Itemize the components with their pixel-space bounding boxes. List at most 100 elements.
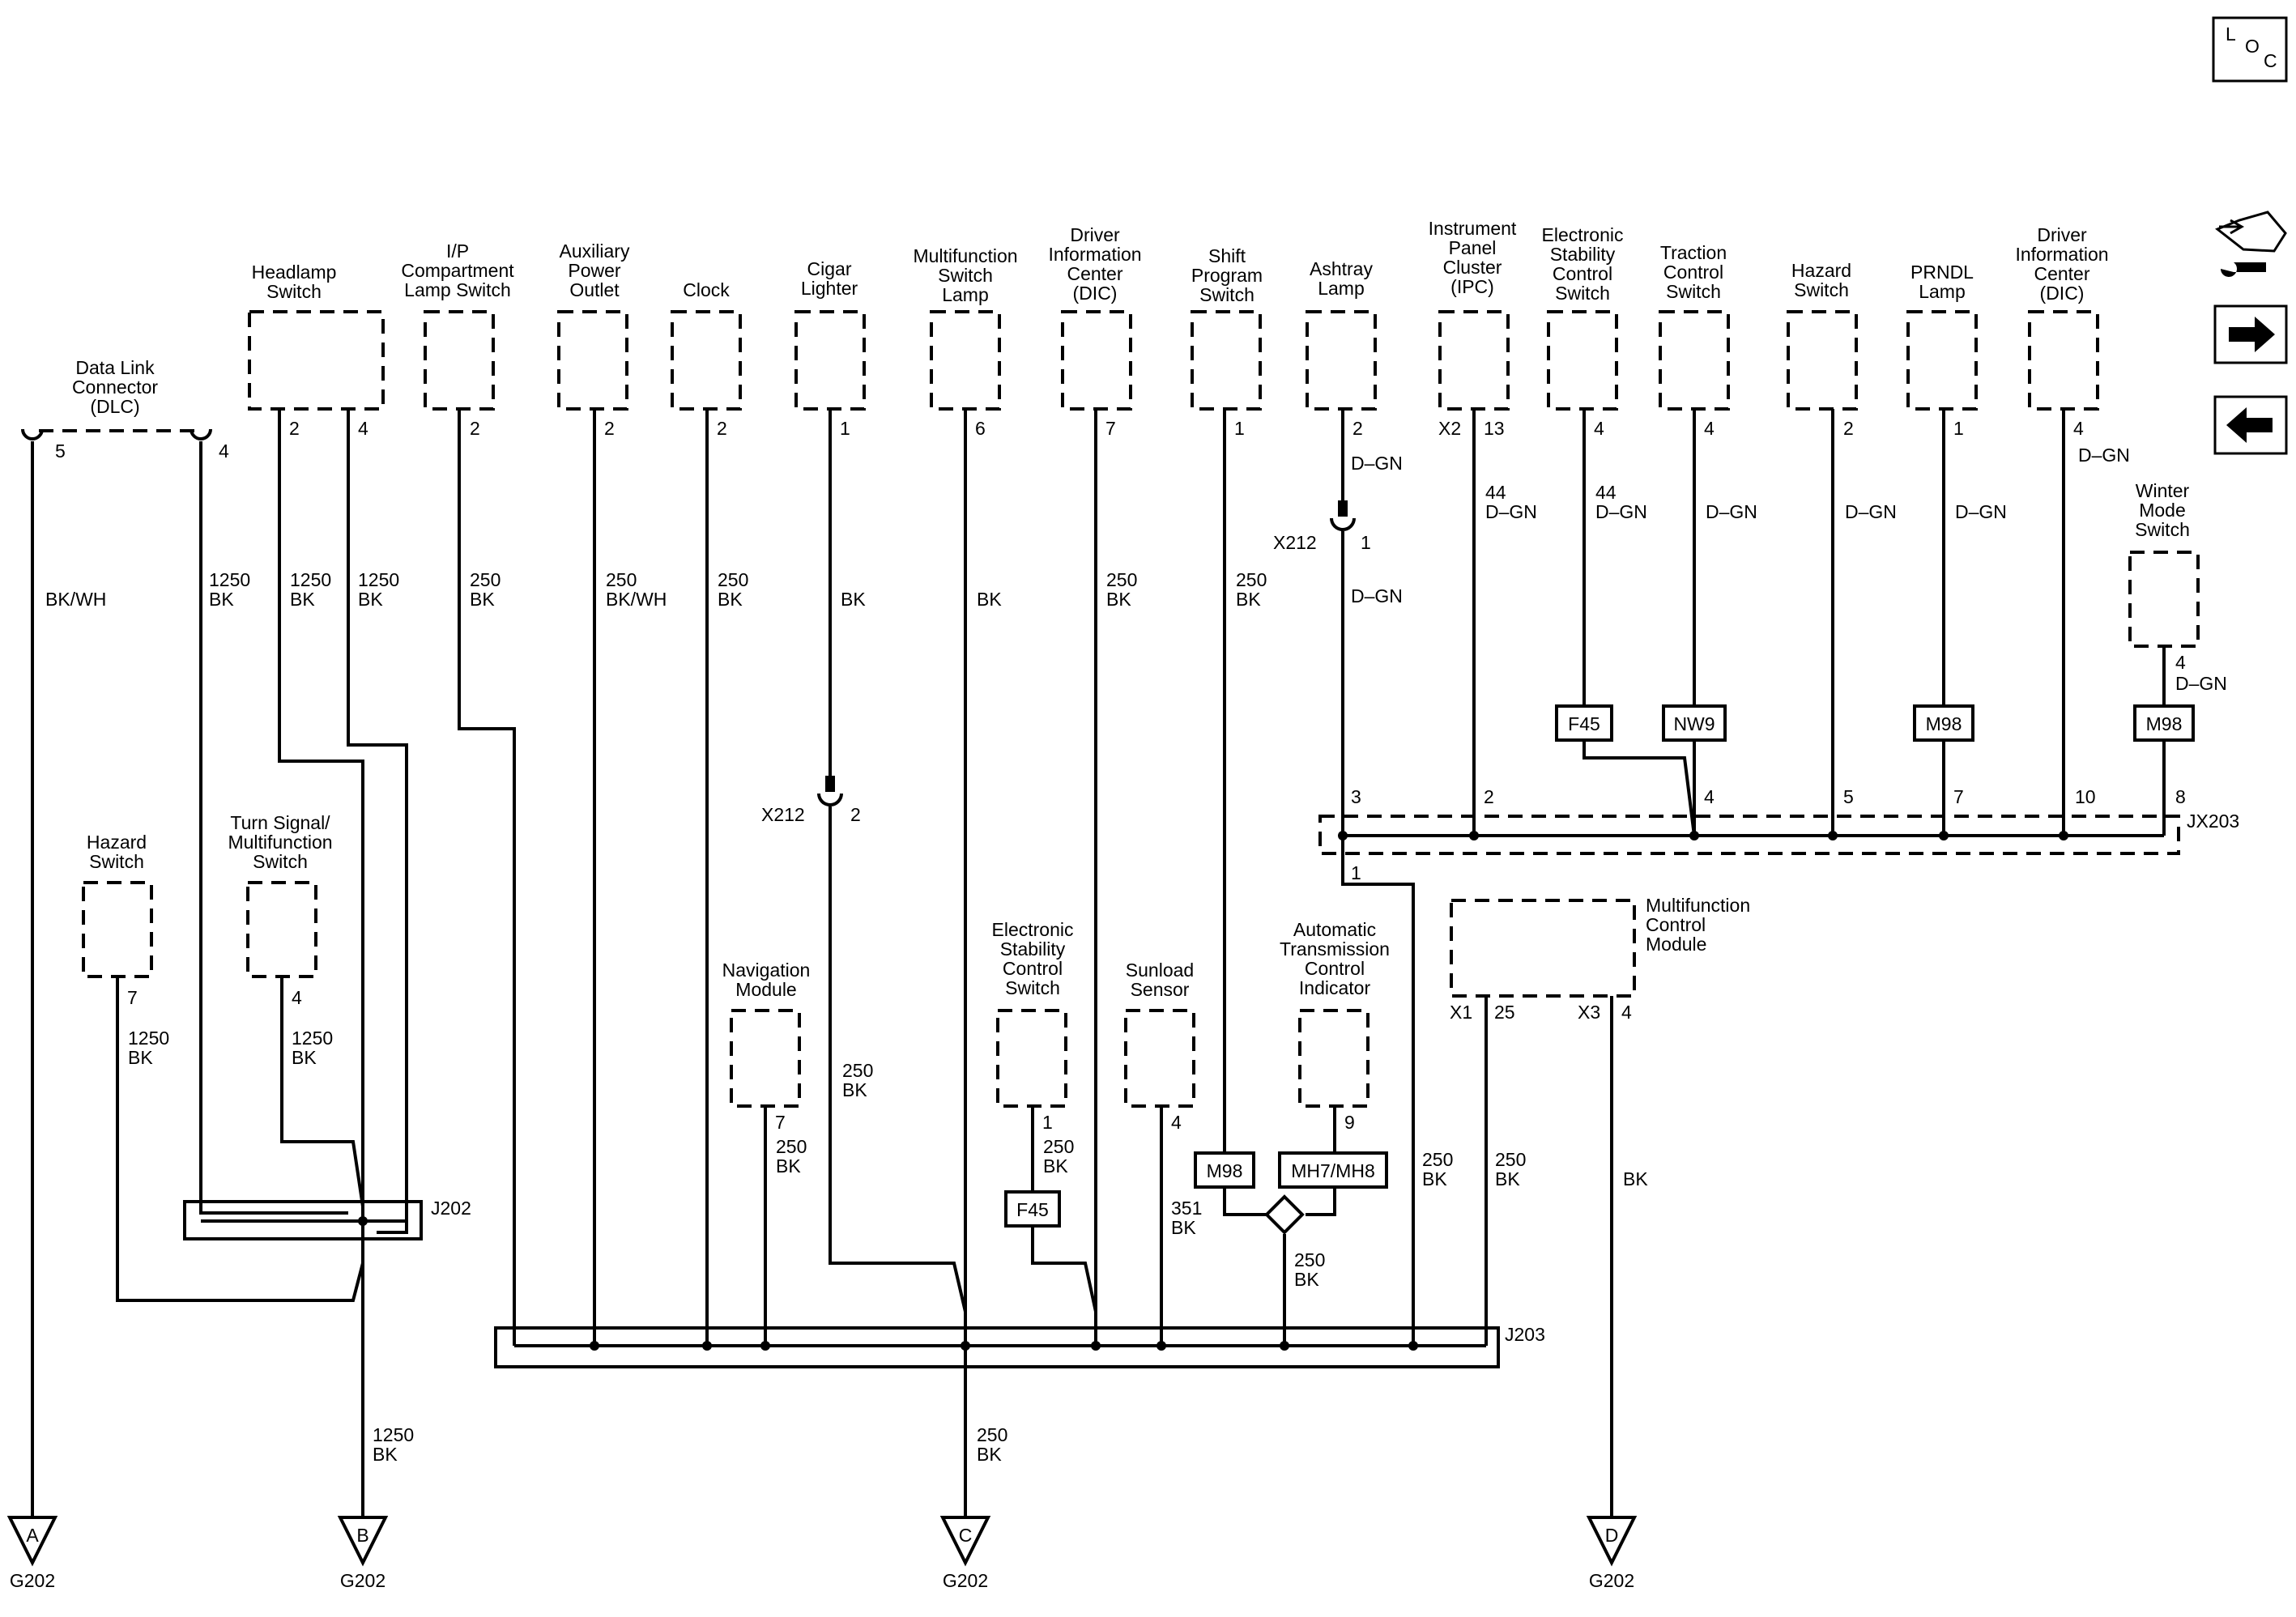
pin-number: 1 <box>840 418 850 439</box>
cigar-lighter-box <box>794 310 866 411</box>
pin-number: 4 <box>2175 652 2186 673</box>
esc-switch-bottom-box <box>996 1009 1067 1108</box>
car-wrench-icon[interactable] <box>2215 211 2287 277</box>
ashtray-lamp-box <box>1306 310 1377 411</box>
pin-number: 7 <box>1953 786 1964 807</box>
svg-text:A: A <box>26 1525 39 1546</box>
dlc-socket-4 <box>190 428 212 440</box>
pin-number: 5 <box>55 440 66 462</box>
dic-box <box>1061 310 1132 411</box>
pin-number: 4 <box>358 418 368 439</box>
pin-number: 4 <box>1704 786 1715 807</box>
option-mh7-mh8: MH7/MH8 <box>1278 1151 1388 1189</box>
svg-text:G202: G202 <box>340 1570 386 1591</box>
splice-dot <box>2059 831 2068 840</box>
wire-label: BK <box>1623 1168 1648 1189</box>
j202-block <box>183 1200 423 1240</box>
splice-dot <box>1338 831 1348 840</box>
loc-badge: L O C <box>2212 16 2288 83</box>
headlamp-switch-box <box>248 310 385 411</box>
pin-number: 4 <box>219 440 229 462</box>
pin-number: 7 <box>1105 418 1116 439</box>
pin-number: 9 <box>1344 1112 1355 1133</box>
splice-dot <box>961 1341 970 1351</box>
wire-headlamp-2 <box>278 409 364 1522</box>
pin-number: 2 <box>717 418 727 439</box>
wire-jx-1 <box>1341 836 1415 1346</box>
wire-shift <box>1223 409 1267 1216</box>
connector-id: X2 <box>1438 418 1461 439</box>
jx203-splice-pack <box>1318 815 2180 855</box>
wire-atci <box>1306 1106 1336 1216</box>
splice-dot <box>1280 1341 1289 1351</box>
pin-number: 6 <box>975 418 986 439</box>
x212-mid-label: X212 <box>761 804 805 825</box>
esc-switch-top-box <box>1547 310 1618 411</box>
ground-d: D G202 <box>1586 1516 1638 1591</box>
splice-dot <box>1469 831 1479 840</box>
ground-a: A G202 <box>6 1516 58 1591</box>
mfc-module-box <box>1450 899 1636 998</box>
hazard-switch-top-box <box>1787 310 1858 411</box>
sunload-sensor-box <box>1124 1009 1195 1108</box>
pin-number: 4 <box>1594 418 1604 439</box>
option-m98-prndl: M98 <box>1913 704 1974 742</box>
arrow-left-icon[interactable] <box>2213 395 2288 455</box>
svg-text:G202: G202 <box>10 1570 55 1591</box>
pin-number: 2 <box>1843 418 1854 439</box>
pin-number: 13 <box>1484 418 1505 439</box>
arrow-right-icon[interactable] <box>2213 304 2288 364</box>
wire-label: BK/WH <box>45 589 106 610</box>
option-f45-bottom: F45 <box>1004 1190 1061 1228</box>
x212-pin-cigar <box>825 776 835 792</box>
pin-number: 4 <box>1621 1002 1632 1023</box>
svg-text:C: C <box>2264 50 2277 71</box>
navigation-module-box <box>730 1009 801 1108</box>
pin-number: 2 <box>470 418 480 439</box>
wire-label: D–GN <box>1845 501 1897 522</box>
pin-number: 1 <box>1042 1112 1053 1133</box>
wire-label: D–GN <box>1955 501 2007 522</box>
dic-2-box <box>2028 310 2099 411</box>
dlc-socket-5 <box>21 428 44 440</box>
pin-number: 4 <box>2073 418 2084 439</box>
pin-number: 2 <box>604 418 615 439</box>
svg-text:MH7/MH8: MH7/MH8 <box>1291 1160 1375 1181</box>
wire-label: D–GN <box>2078 445 2130 466</box>
winter-mode-switch-box <box>2128 551 2200 648</box>
wire-headlamp-4 <box>347 409 408 1234</box>
pin-number: 1 <box>1361 532 1371 553</box>
svg-text:C: C <box>959 1525 973 1546</box>
wire-esc-top <box>1582 409 1696 836</box>
svg-text:F45: F45 <box>1568 713 1600 734</box>
splice-dot <box>1689 831 1699 840</box>
splice-dot <box>1828 831 1838 840</box>
traction-control-switch-box <box>1659 310 1730 411</box>
connector-id: X3 <box>1578 1002 1600 1023</box>
svg-text:O: O <box>2245 36 2260 57</box>
